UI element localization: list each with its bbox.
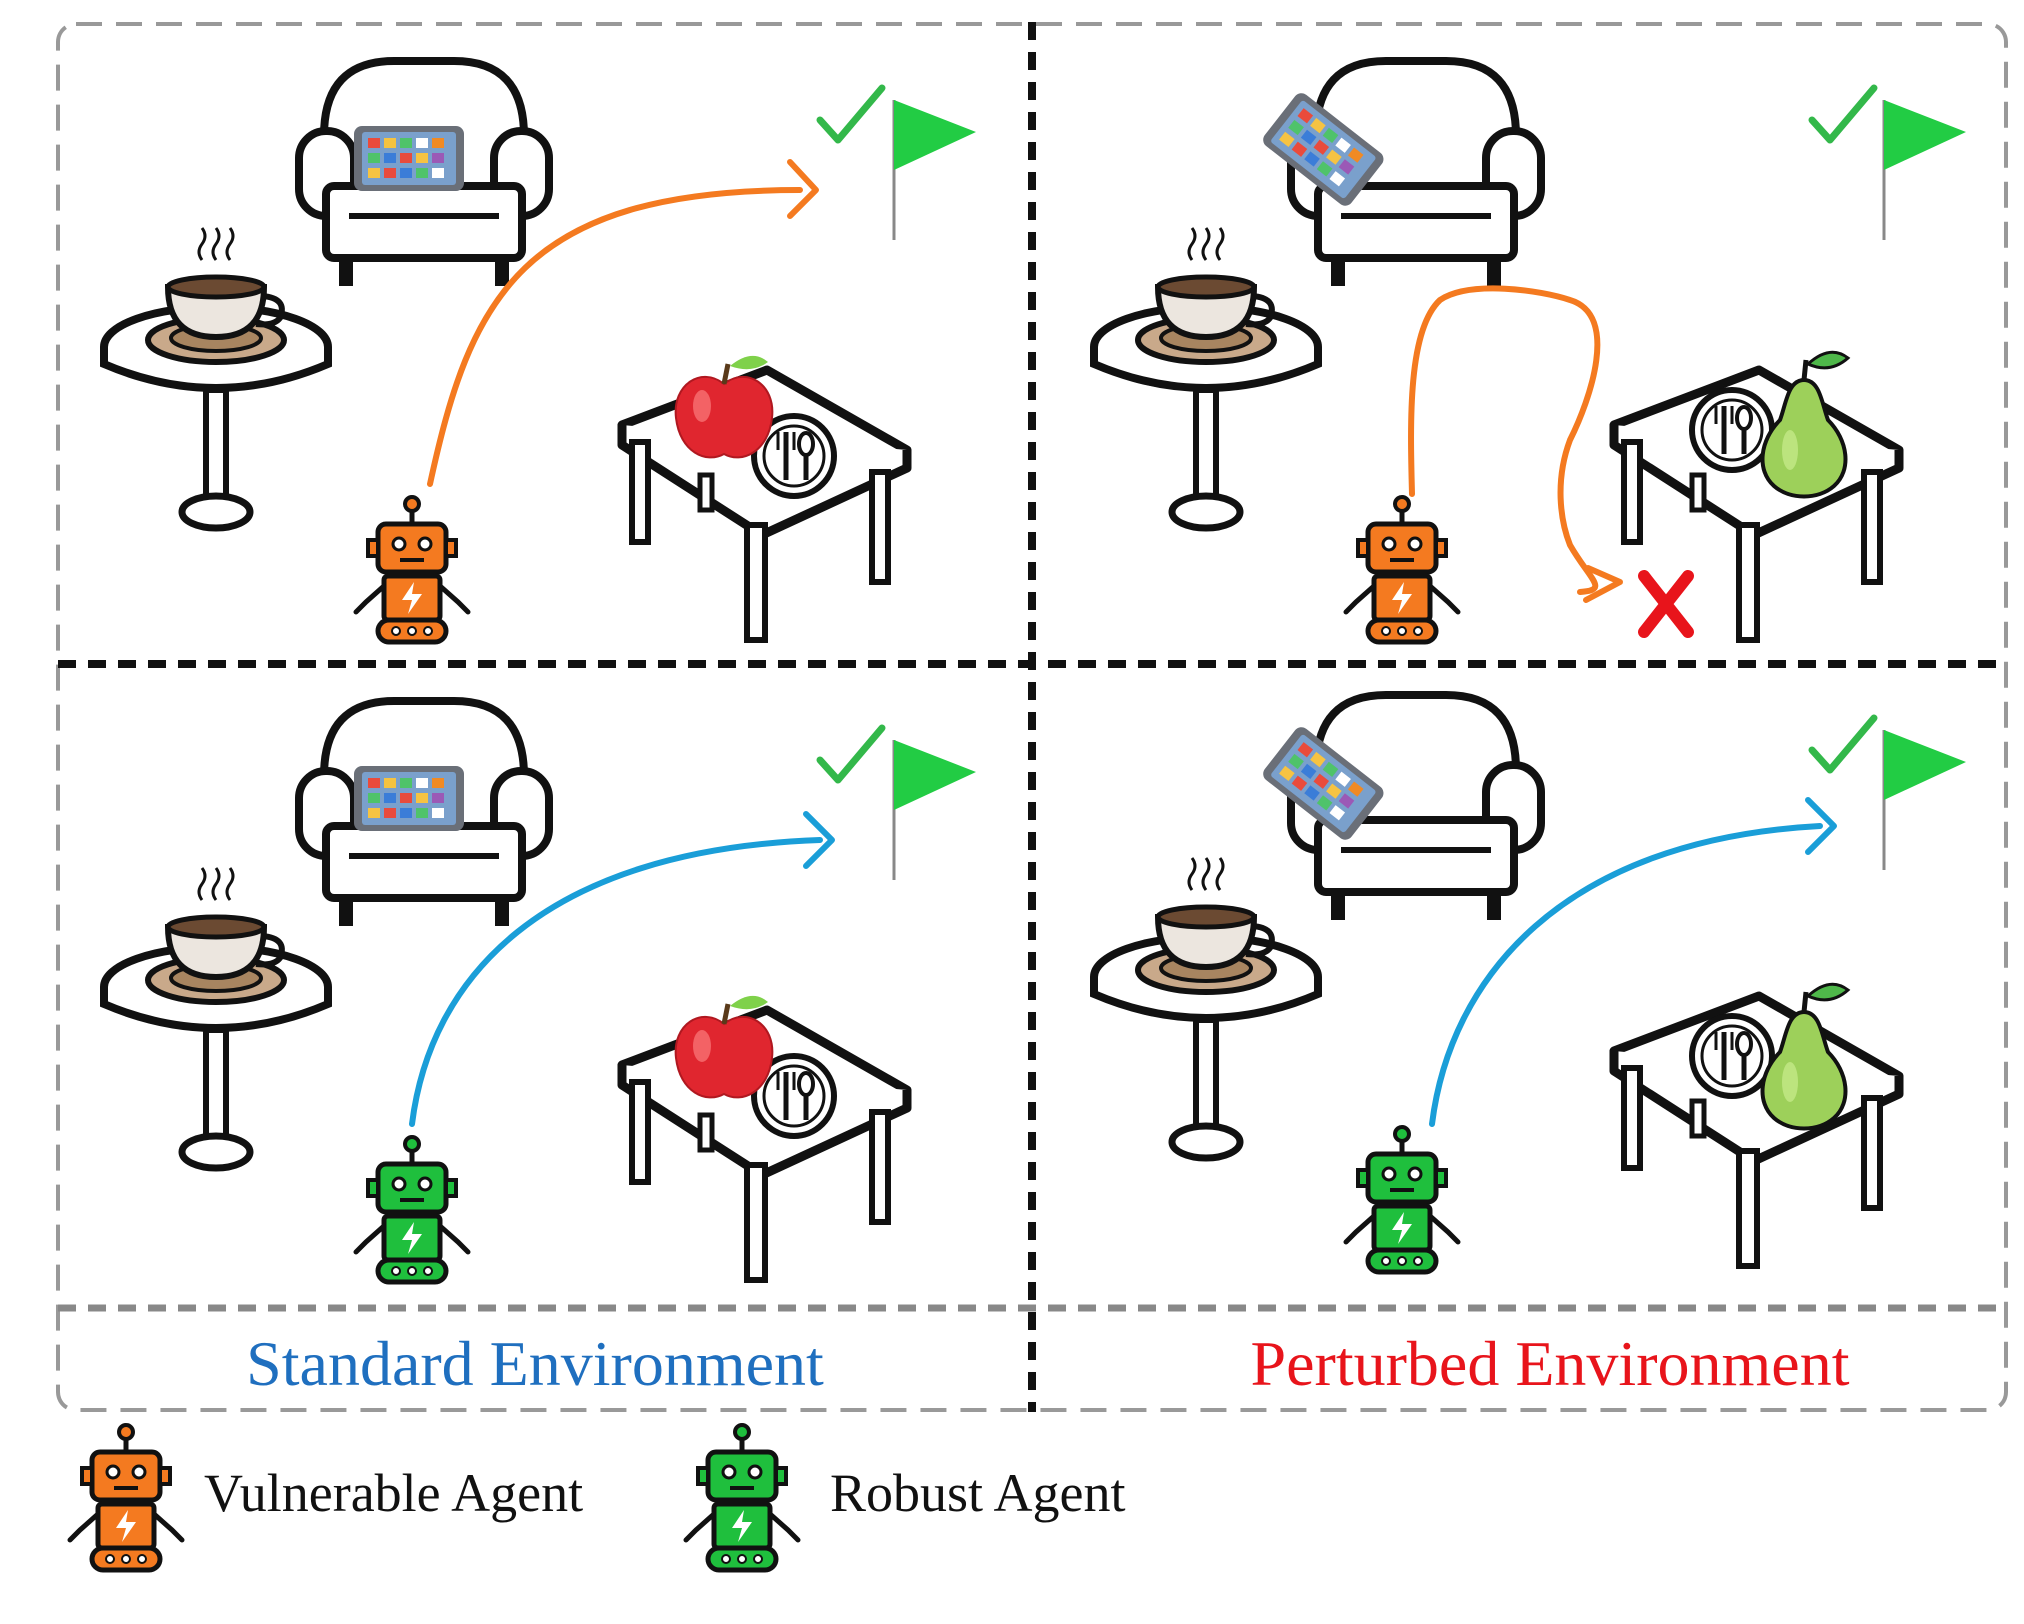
- legend-robust-label: Robust Agent: [830, 1463, 1126, 1523]
- panel-top-left: [104, 61, 978, 642]
- check-icon: [820, 88, 882, 140]
- vulnerable-robot-icon: [356, 497, 468, 642]
- phone-icon: [354, 766, 464, 831]
- flag-icon: [1882, 98, 1968, 242]
- robust-robot-icon: [356, 1137, 468, 1282]
- check-icon: [1812, 88, 1874, 140]
- robust-path: [409, 837, 823, 1127]
- check-icon: [820, 728, 882, 780]
- coffee-table-icon: [104, 228, 328, 528]
- vulnerable-path-wandering: [1408, 285, 1601, 595]
- robust-robot-icon: [1346, 1127, 1458, 1272]
- outer-frame: [56, 22, 2008, 1412]
- standard-environment-label: Standard Environment: [246, 1328, 824, 1399]
- coffee-table-icon: [1094, 858, 1318, 1158]
- path-arrowhead: [803, 811, 835, 869]
- legend-vulnerable-robot-icon: [70, 1425, 182, 1570]
- path-arrowhead: [1805, 797, 1837, 855]
- robust-path: [1429, 823, 1823, 1127]
- coffee-table-icon: [1094, 228, 1318, 528]
- plate-icon: [1692, 1016, 1772, 1096]
- check-icon: [1812, 718, 1874, 770]
- fail-cross-icon: [1638, 570, 1694, 638]
- legend-robust-robot-icon: [686, 1425, 798, 1570]
- flag-icon: [1882, 728, 1968, 872]
- vulnerable-robot-icon: [1346, 497, 1458, 642]
- perturbed-environment-label: Perturbed Environment: [1250, 1328, 1850, 1399]
- legend-vulnerable-label: Vulnerable Agent: [204, 1463, 584, 1523]
- plate-icon: [1692, 390, 1772, 470]
- vulnerable-path: [427, 187, 803, 487]
- flag-icon: [892, 98, 978, 242]
- panel-top-right: [1094, 61, 1968, 642]
- panel-bottom-left: [104, 701, 978, 1282]
- path-arrowhead: [1583, 565, 1623, 603]
- panel-bottom-right: [1094, 695, 1968, 1272]
- phone-icon: [354, 126, 464, 191]
- coffee-table-icon: [104, 868, 328, 1168]
- path-arrowhead: [787, 159, 819, 219]
- flag-icon: [892, 738, 978, 882]
